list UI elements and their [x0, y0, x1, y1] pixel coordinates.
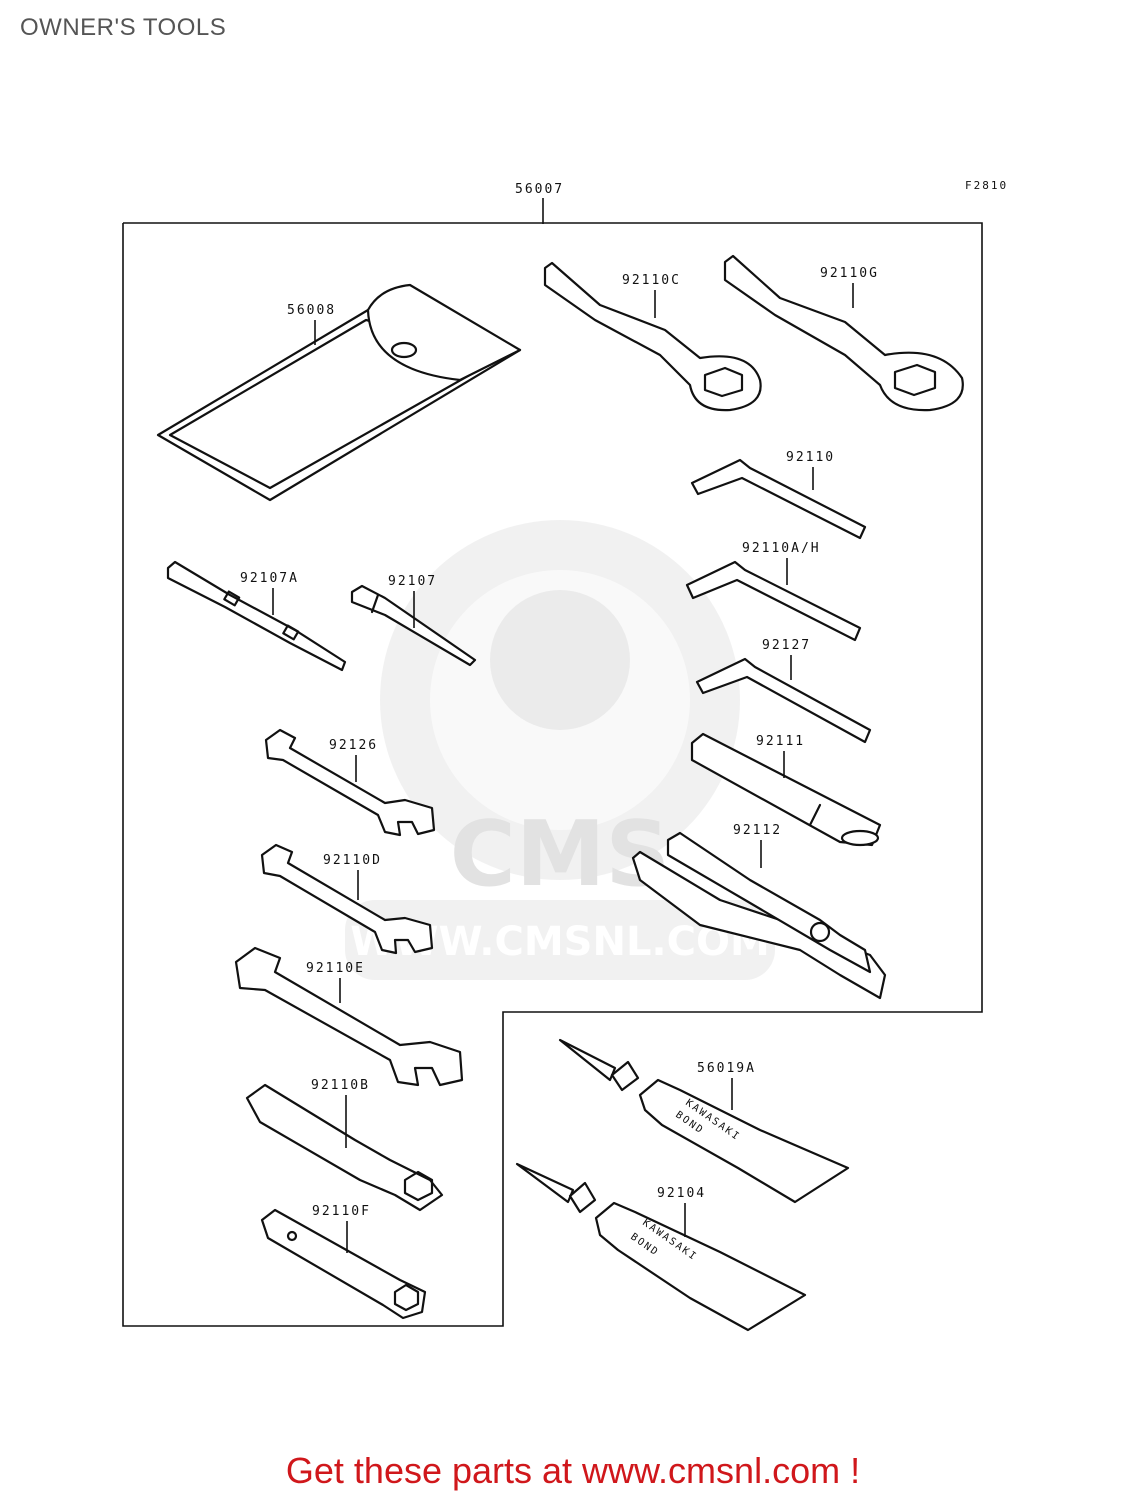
- page-title: OWNER'S TOOLS: [20, 14, 227, 41]
- hex-wrench-27[interactable]: 92127: [695, 638, 872, 744]
- hex-wrench-ah[interactable]: 92110A/H: [685, 541, 862, 642]
- box-wrench-f[interactable]: 92110F: [260, 1204, 427, 1320]
- box-wrench-b[interactable]: 92110B: [245, 1078, 444, 1212]
- watermark: CMS WWW.CMSNL.COM: [345, 520, 775, 980]
- tool-bag[interactable]: 56008: [156, 283, 522, 502]
- part-label-screwdriver-a: 92107A: [240, 571, 299, 586]
- wrench-d[interactable]: 92110D: [260, 843, 434, 955]
- kit-part-label: 56007: [515, 182, 564, 197]
- part-label-wrench-26: 92126: [329, 738, 378, 753]
- part-label-bond: 92104: [657, 1186, 706, 1201]
- figure-code: F2810: [965, 179, 1008, 192]
- bond-tube-a[interactable]: KAWASAKI BOND 56019A: [558, 1038, 850, 1204]
- part-label-bond-a: 56019A: [697, 1061, 756, 1076]
- ring-wrench-c[interactable]: 92110C: [543, 261, 762, 412]
- part-label-handle: 92111: [756, 734, 805, 749]
- part-label-ring-wrench-c: 92110C: [622, 273, 681, 288]
- screwdriver-a[interactable]: 92107A: [166, 560, 347, 672]
- part-label-box-wrench-f: 92110F: [312, 1204, 371, 1219]
- part-label-ring-wrench-g: 92110G: [820, 266, 879, 281]
- part-label-wrench-e: 92110E: [306, 961, 365, 976]
- pliers[interactable]: 92112: [631, 823, 887, 1000]
- parts-diagram: CMS WWW.CMSNL.COM F2810 56007 56008 9211…: [122, 179, 1008, 1332]
- kit-frame: [122, 222, 983, 1327]
- part-label-screwdriver: 92107: [388, 574, 437, 589]
- part-label-wrench-d: 92110D: [323, 853, 382, 868]
- watermark-logo: CMS: [450, 802, 670, 907]
- part-label-hex-wrench-ah: 92110A/H: [742, 541, 821, 556]
- wrench-e[interactable]: 92110E: [234, 946, 464, 1087]
- hex-wrench[interactable]: 92110: [690, 450, 867, 540]
- handle[interactable]: 92111: [690, 732, 882, 847]
- part-label-box-wrench-b: 92110B: [311, 1078, 370, 1093]
- part-label-hex-wrench-27: 92127: [762, 638, 811, 653]
- part-label-tool-bag: 56008: [287, 303, 336, 318]
- ring-wrench-g[interactable]: 92110G: [723, 254, 964, 412]
- screwdriver[interactable]: 92107: [350, 574, 477, 667]
- part-label-pliers: 92112: [733, 823, 782, 838]
- bond-tube[interactable]: KAWASAKI BOND 92104: [515, 1162, 807, 1332]
- part-label-hex-wrench: 92110: [786, 450, 835, 465]
- footer-link[interactable]: Get these parts at www.cmsnl.com !: [285, 1450, 861, 1491]
- wrench-26[interactable]: 92126: [264, 728, 436, 837]
